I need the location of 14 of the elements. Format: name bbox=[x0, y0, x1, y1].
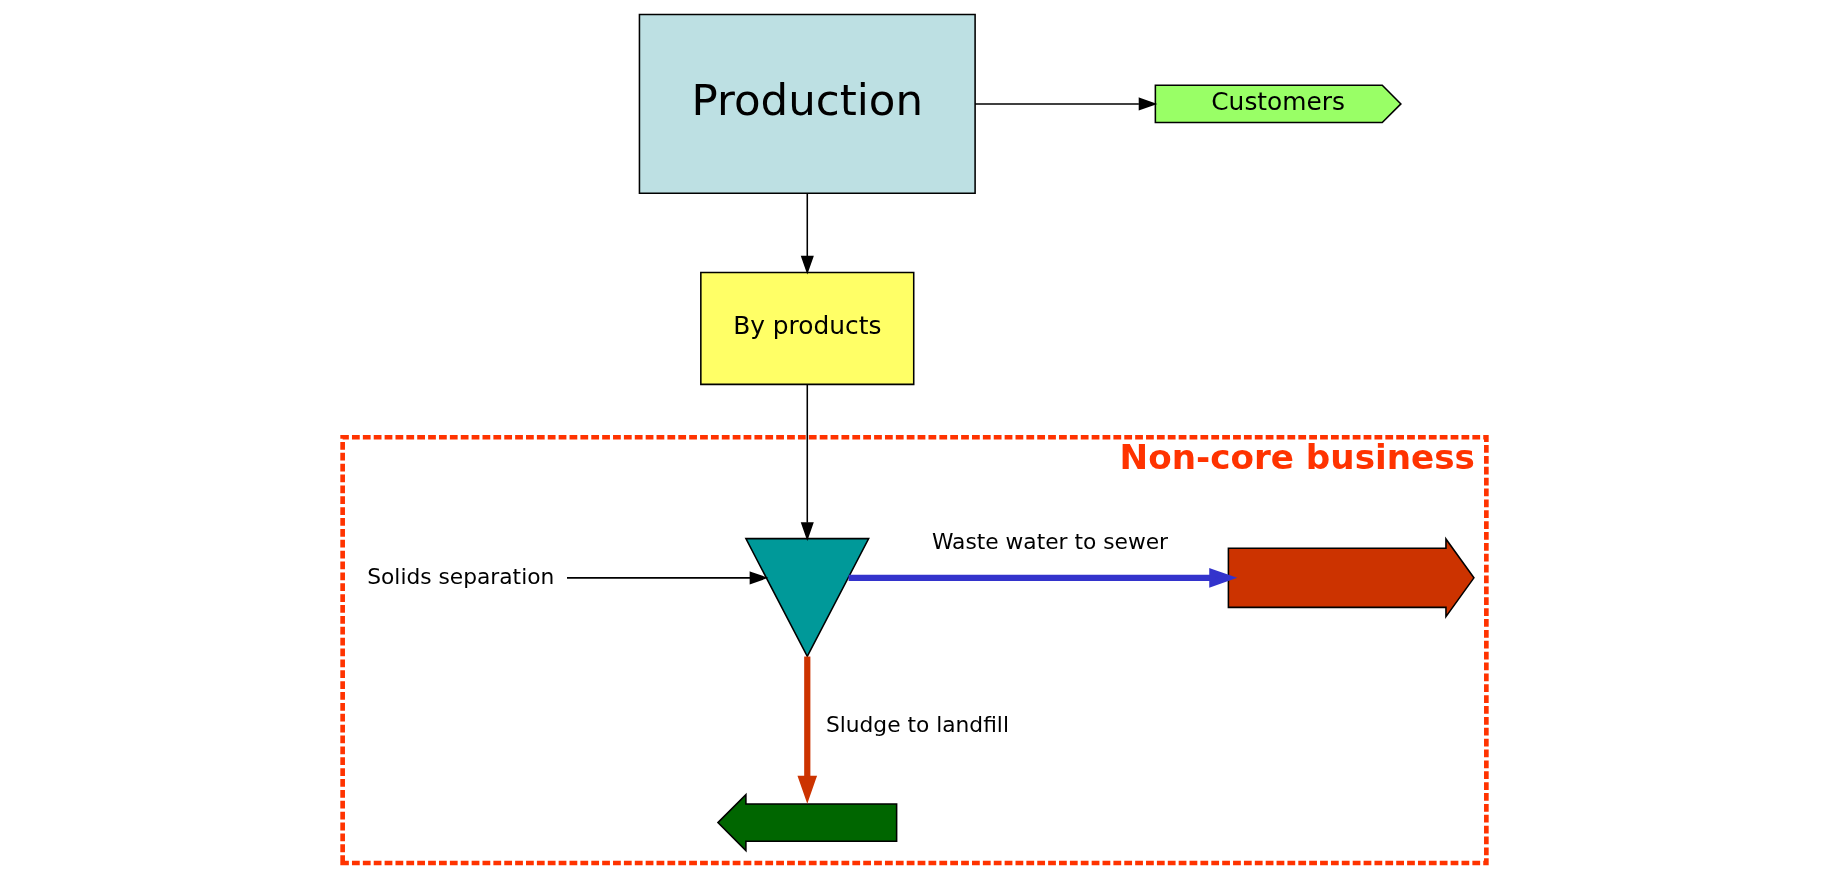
arrow bbox=[796, 656, 817, 804]
node-triangle bbox=[744, 537, 870, 658]
arrow bbox=[848, 568, 1237, 588]
node-arrow bbox=[716, 792, 897, 853]
arrow bbox=[565, 571, 768, 585]
edge-label: Sludge to landfill bbox=[825, 712, 1009, 738]
arrow bbox=[800, 192, 814, 275]
node-text: Solids separation bbox=[366, 563, 554, 589]
arrow bbox=[973, 97, 1157, 111]
arrow bbox=[800, 383, 814, 541]
node-box: By products bbox=[699, 271, 914, 386]
node-arrow bbox=[1227, 536, 1475, 620]
edge-label: Waste water to sewer bbox=[931, 529, 1168, 555]
node-box: Production bbox=[638, 13, 976, 195]
